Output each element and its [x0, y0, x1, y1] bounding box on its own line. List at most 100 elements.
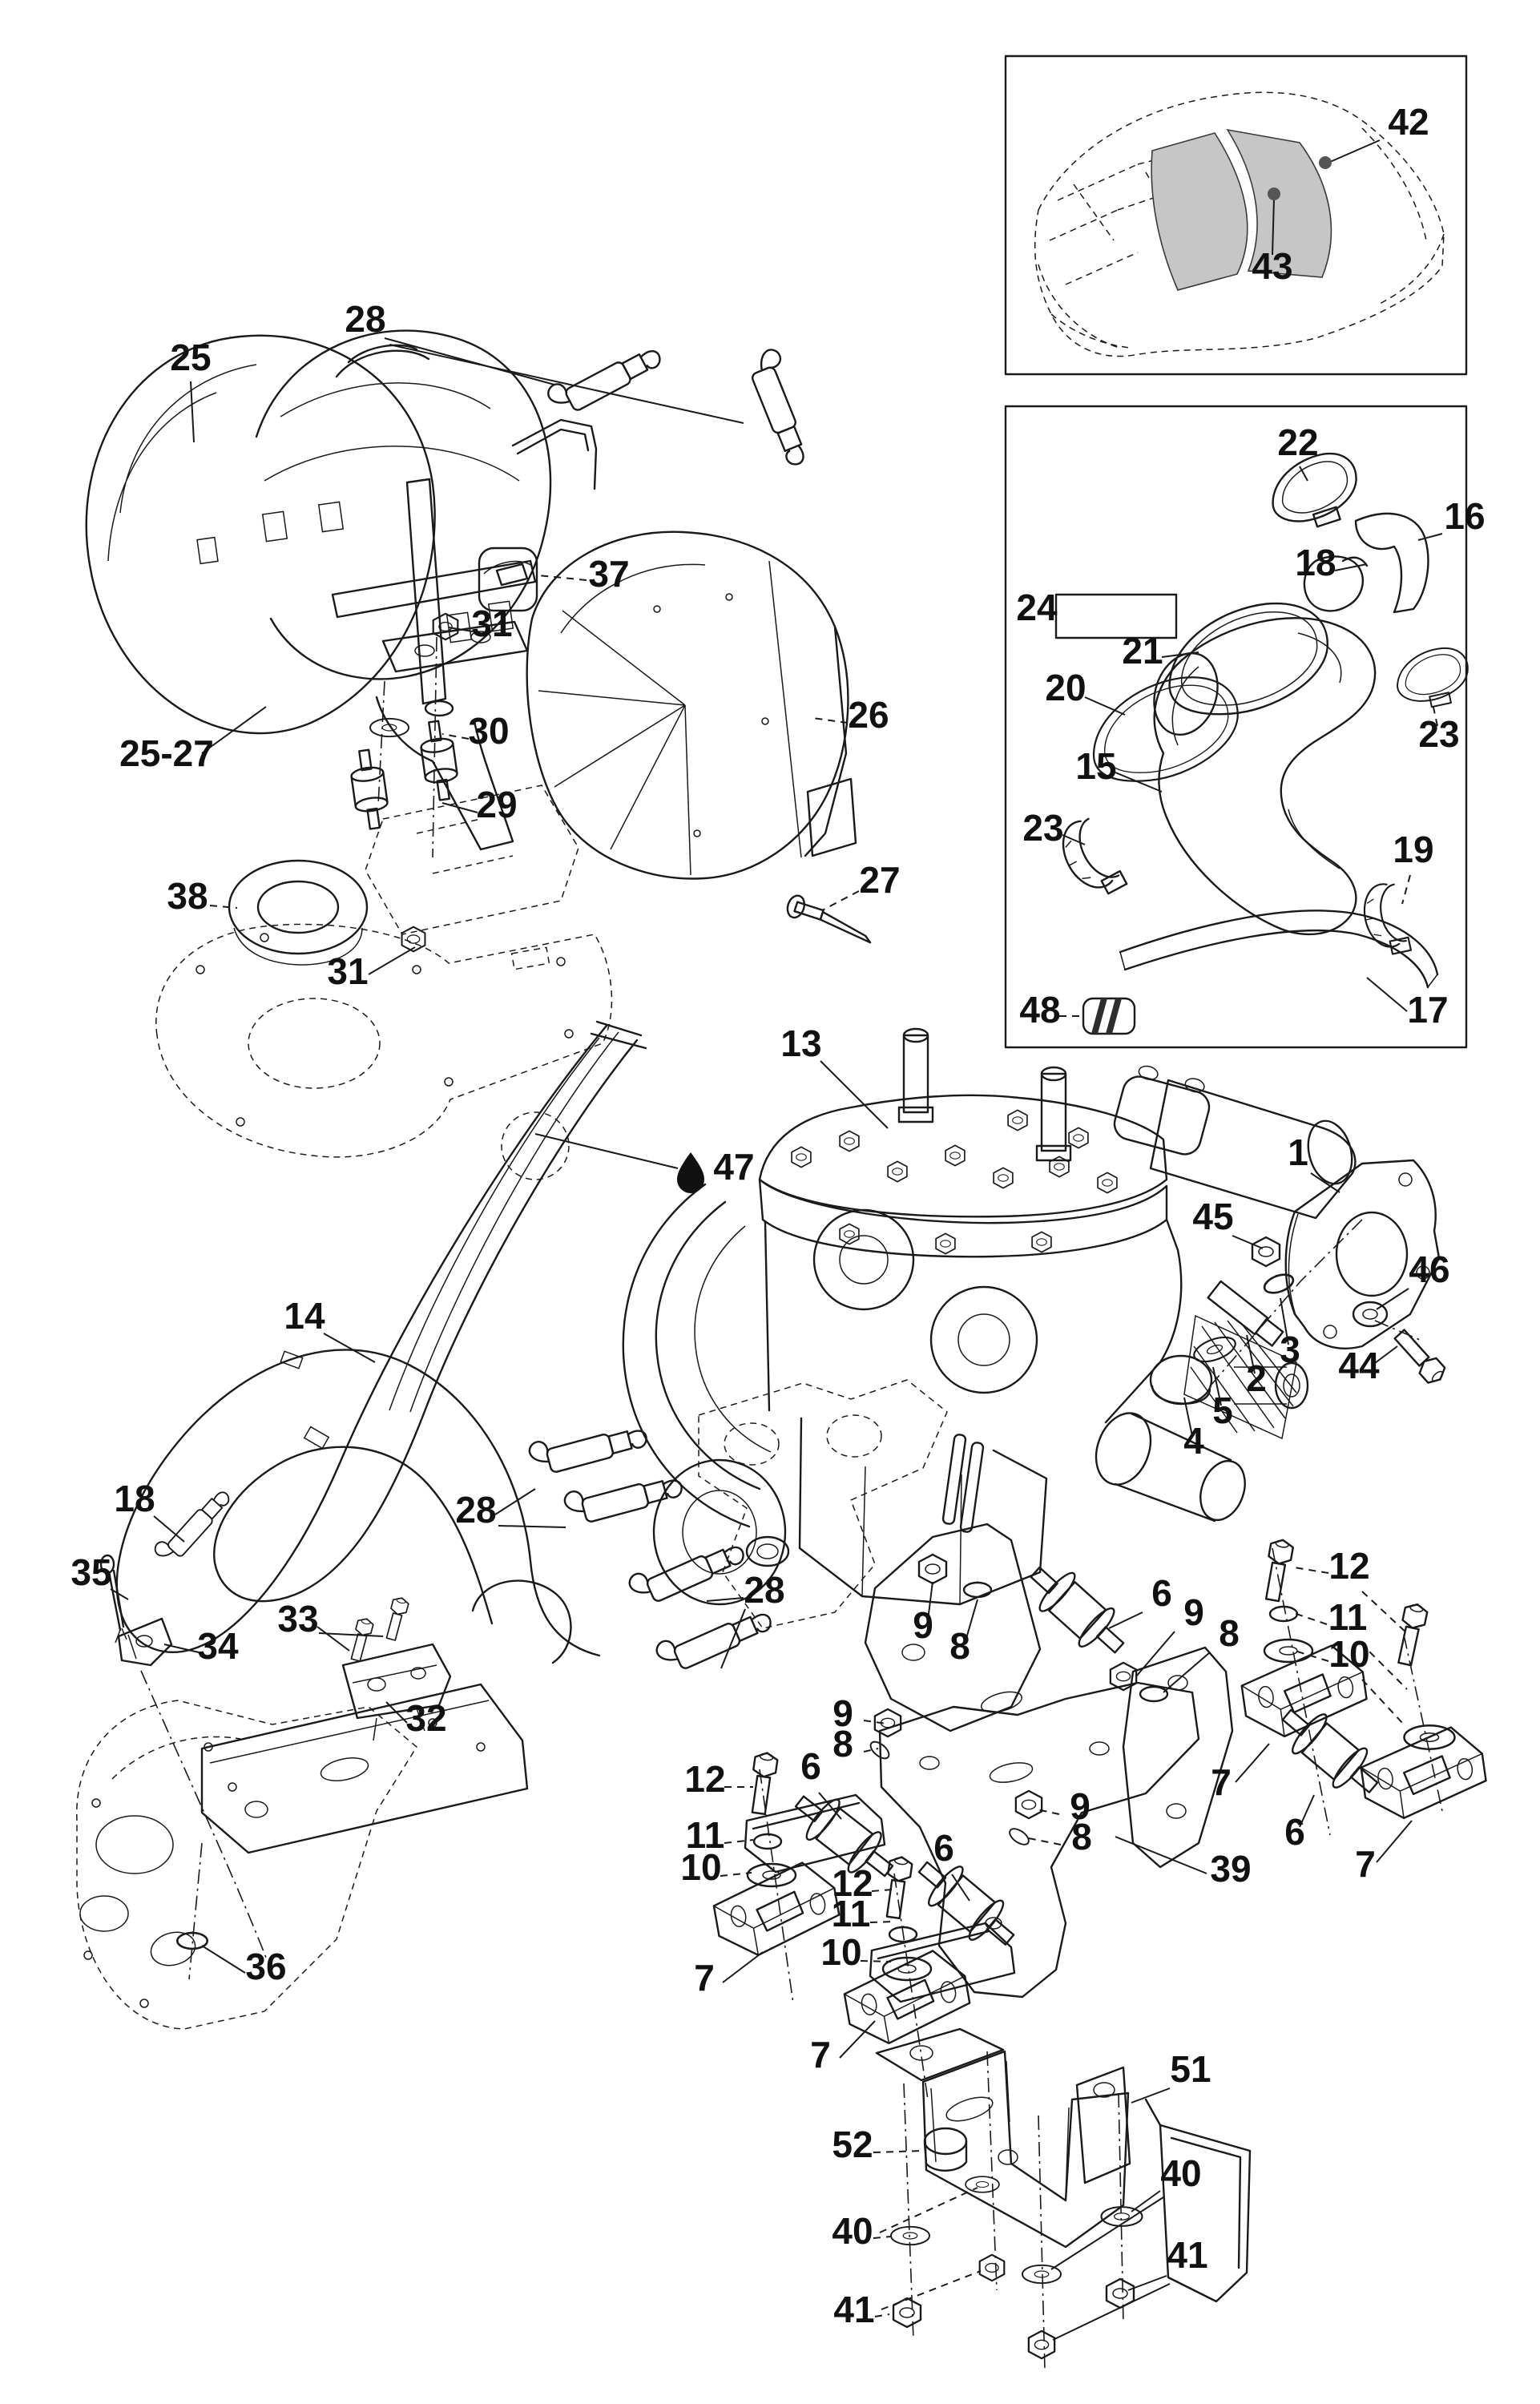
callout-label-28-15: 28: [345, 298, 385, 340]
callout-label-32-40: 32: [405, 1697, 446, 1739]
callout-label-38-23: 38: [167, 875, 208, 917]
hood-inset-border: [1004, 54, 1468, 376]
clamp-19: [1357, 880, 1412, 959]
leader-line-28-42: [720, 1608, 746, 1669]
nut-9-d: [1014, 1789, 1043, 1820]
leader-line-52-71: [873, 2150, 924, 2153]
leader-line-7-67: [722, 1951, 764, 1983]
leader-line-9-57: [1036, 1809, 1060, 1815]
muffler-strap-vertical: [405, 478, 447, 705]
callout-label-8-48: 8: [1219, 1612, 1240, 1654]
callout-label-43-1: 43: [1252, 245, 1292, 287]
leader-line-40-73: [1131, 2190, 1161, 2212]
hose-16: [1354, 512, 1429, 614]
leader-line-44-32: [1371, 1345, 1398, 1366]
callout-label-12-59: 12: [684, 1758, 725, 1800]
callout-label-26-18: 26: [848, 694, 889, 736]
oil-droplet-icon: [677, 1152, 704, 1193]
callout-label-7-68: 7: [810, 2034, 831, 2075]
rubber-mount-6-right: [1269, 1695, 1391, 1808]
callout-label-34-39: 34: [197, 1625, 239, 1667]
callout-label-42-0: 42: [1388, 101, 1429, 143]
washer-30b: [369, 717, 409, 738]
callout-label-47-26: 47: [713, 1146, 754, 1188]
leader-line-39-69: [1115, 1836, 1207, 1874]
leader-line-41-75: [1052, 2283, 1171, 2341]
callout-label-7-52: 7: [1211, 1761, 1232, 1803]
callout-label-1-27: 1: [1288, 1131, 1308, 1173]
leader-line-10-61: [720, 1872, 752, 1877]
exhaust-spring-28a: [544, 333, 665, 421]
callout-label-31-17: 31: [471, 603, 512, 644]
leader-line-7-68: [839, 2020, 876, 2059]
air-duct-inset: [1004, 405, 1476, 1049]
leader-line-41-75: [1127, 2275, 1167, 2291]
callout-label-46-29: 46: [1409, 1248, 1449, 1290]
callout-label-27-22: 27: [859, 859, 900, 901]
leader-line-25-14: [190, 381, 195, 443]
washer-30a: [424, 699, 454, 717]
bottom-bracket-51-group: [875, 2027, 1252, 2371]
leader-line-30-19: [441, 733, 470, 740]
leader-line-18-36: [153, 1515, 185, 1543]
muffler-clips: [196, 501, 514, 643]
leader-line-4-34: [1183, 1397, 1193, 1437]
muffler-front-shell: [85, 334, 436, 735]
hood-inset: [1004, 54, 1468, 376]
oil-point-marker: [501, 1111, 570, 1180]
callout-label-9-47: 9: [1183, 1591, 1204, 1633]
bracket-51-tower: [1075, 2066, 1131, 2184]
air-duct-15: [1153, 617, 1377, 936]
leader-line-21-6: [1161, 651, 1199, 658]
callout-label-6-62: 6: [800, 1745, 821, 1787]
callout-label-10-51: 10: [1328, 1633, 1369, 1675]
callout-label-13-25: 13: [780, 1023, 821, 1064]
leader-line-12-63: [871, 1889, 893, 1892]
leader-line-23-8: [1432, 703, 1438, 727]
rubber-pad-37: [478, 547, 538, 612]
leader-line-14-35: [323, 1333, 376, 1363]
leader-line-46-29: [1376, 1288, 1409, 1310]
leader-line-11-60: [724, 1839, 754, 1844]
callout-label-12-63: 12: [832, 1862, 873, 1904]
left-hardware: [76, 1481, 529, 2030]
leader-line-18-4: [1334, 563, 1368, 571]
leader-line-12-49: [1361, 1591, 1409, 1636]
leader-line-34-39: [163, 1644, 200, 1653]
rubber-mount-6-top: [1018, 1552, 1137, 1668]
nut-45: [1251, 1236, 1281, 1268]
muffler-assembly: [85, 329, 872, 1158]
leader-line-35-37: [110, 1588, 129, 1600]
shaded-panel-42: [1226, 128, 1332, 278]
bed-rail-left: [744, 1793, 886, 1874]
leader-line-40-72: [879, 2187, 978, 2233]
callout-label-10-65: 10: [820, 1931, 861, 1973]
muffler-strap-horizontal: [331, 559, 537, 619]
callout-label-41-75: 41: [1167, 2234, 1207, 2276]
callout-label-16-3: 16: [1444, 495, 1485, 537]
leader-line-26-18: [812, 717, 849, 724]
callout-label-11-64: 11: [832, 1893, 871, 1934]
leader-line-9-55: [863, 1720, 887, 1724]
leader-line-6-66: [951, 1874, 970, 1902]
callout-label-36-43: 36: [245, 1946, 286, 1987]
bracket-51-channel: [921, 2050, 1130, 2249]
callout-label-11-50: 11: [1328, 1596, 1368, 1638]
callout-label-4-34: 4: [1183, 1420, 1204, 1462]
leader-line-16-3: [1417, 533, 1443, 541]
leader-line-33-38: [318, 1632, 384, 1637]
gasket-23-right: [1390, 642, 1476, 714]
leader-line-12-49: [1293, 1567, 1329, 1574]
support-arm: [200, 1683, 529, 1854]
cooling-fins: [1183, 1314, 1297, 1440]
callout-label-2-31: 2: [1246, 1357, 1267, 1399]
muffler-outlet: [375, 696, 514, 851]
callout-label-15-9: 15: [1075, 745, 1116, 787]
leader-line-10-51: [1361, 1679, 1405, 1725]
pad-48: [1082, 997, 1136, 1035]
crankcase: [798, 1417, 1048, 1606]
leader-line-51-70: [1131, 2087, 1171, 2104]
leader-line-43-1: [1272, 198, 1275, 256]
